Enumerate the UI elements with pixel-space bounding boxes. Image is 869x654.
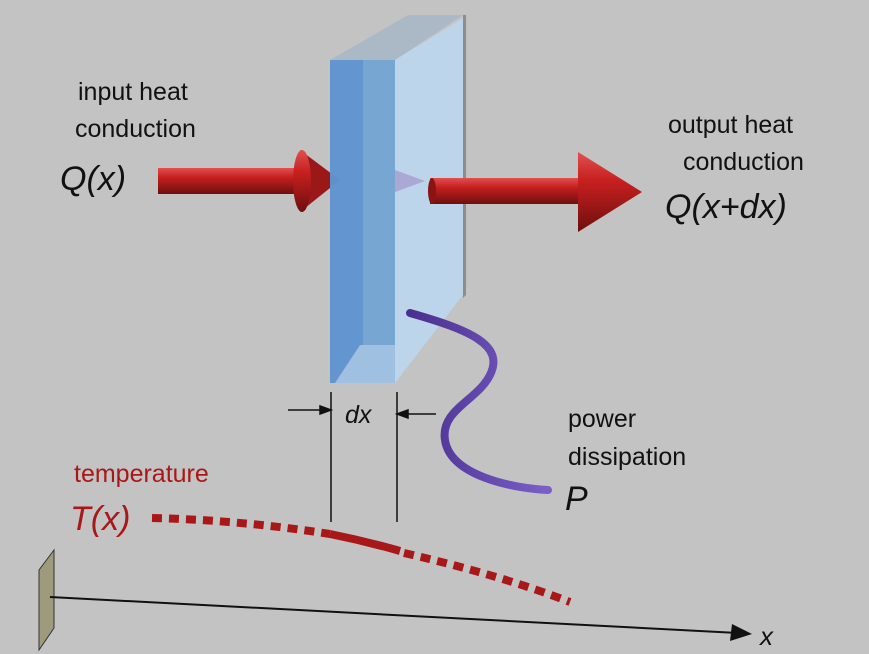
- output-label-line1: output heat: [668, 111, 793, 139]
- input-symbol: Q(x): [60, 160, 126, 198]
- output-symbol: Q(x+dx): [665, 188, 787, 226]
- slab-element: [330, 15, 466, 383]
- input-heat-arrow: [158, 150, 340, 212]
- temperature-curve: [151, 514, 572, 606]
- wall: [38, 548, 55, 652]
- temperature-symbol: T(x): [70, 500, 130, 538]
- output-label-line2: conduction: [683, 148, 804, 176]
- dx-markers: [288, 392, 436, 522]
- power-wire: [406, 309, 552, 494]
- output-heat-arrow: [428, 152, 642, 232]
- x-axis-label: x: [758, 621, 774, 651]
- input-label-line1: input heat: [78, 78, 188, 106]
- x-axis: [49, 596, 752, 641]
- temperature-label: temperature: [74, 460, 209, 488]
- input-label-line2: conduction: [75, 115, 196, 143]
- power-label-line1: power: [568, 405, 636, 433]
- dx-label: dx: [345, 401, 373, 429]
- power-label-line2: dissipation: [568, 443, 686, 471]
- power-symbol: P: [565, 480, 588, 518]
